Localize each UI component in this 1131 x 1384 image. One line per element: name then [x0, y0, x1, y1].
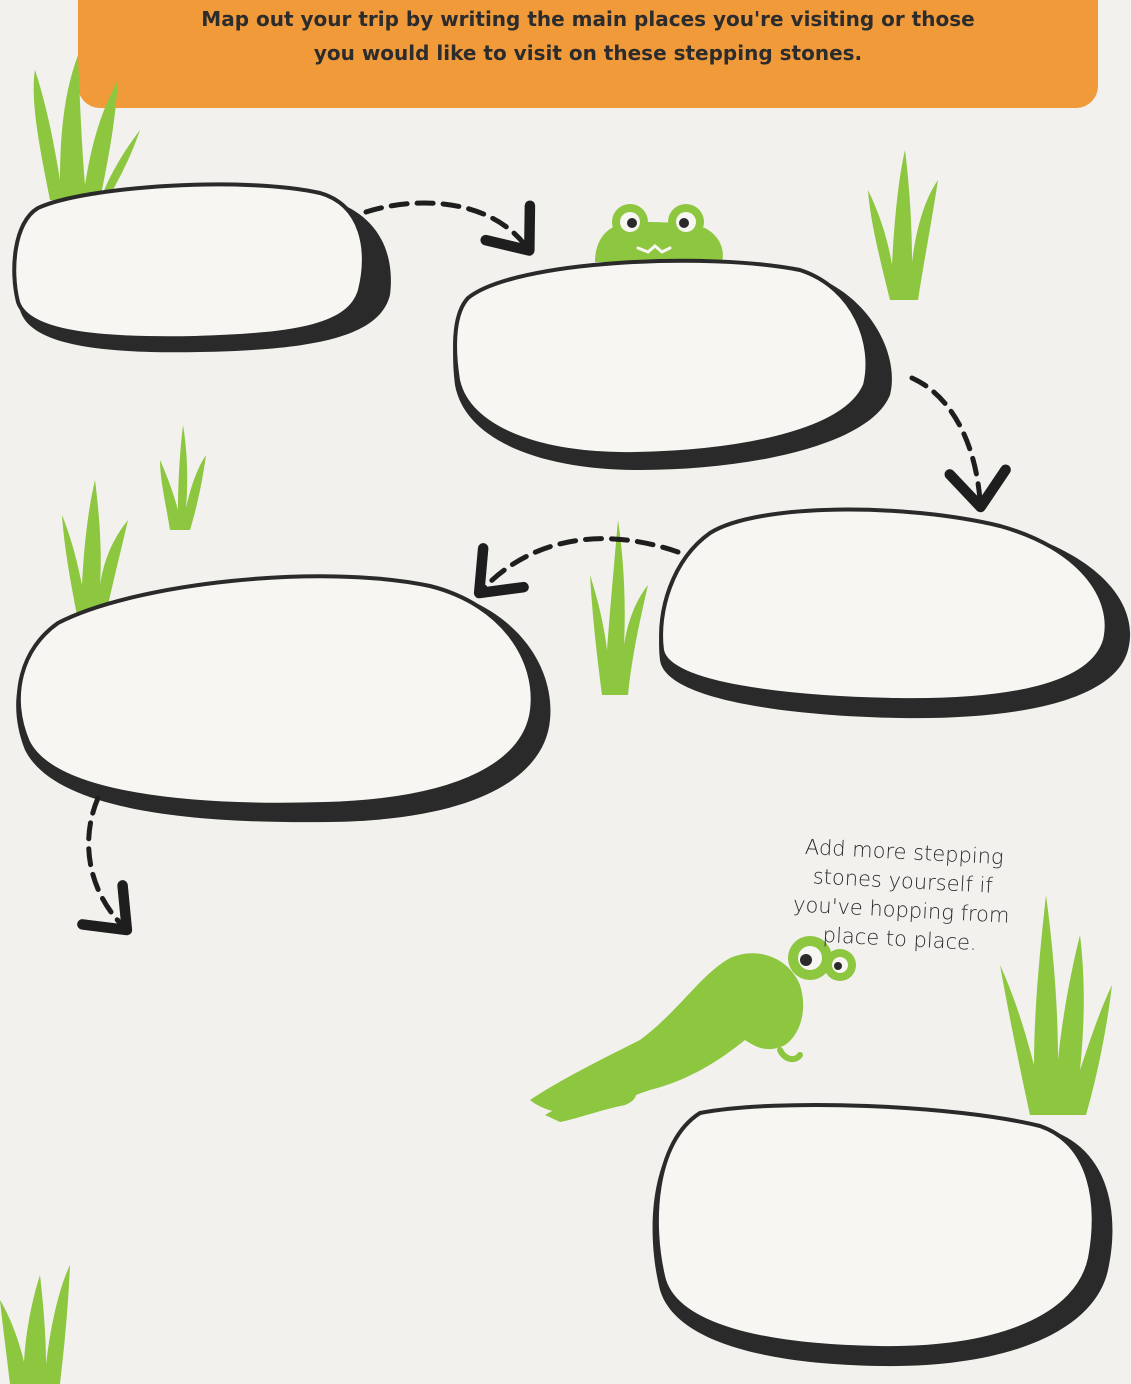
dashed-arrow-icon [366, 203, 525, 245]
stepping-stone-2 [453, 261, 892, 470]
grass-icon [590, 520, 648, 695]
stepping-stone-1 [14, 184, 391, 352]
stepping-stone-5 [653, 1105, 1113, 1366]
stepping-stone-3 [659, 510, 1130, 719]
frog-peeking-icon [595, 204, 723, 262]
frog-jumping-icon [530, 936, 856, 1122]
grass-icon [868, 150, 938, 300]
dashed-arrow-icon [89, 798, 122, 925]
dashed-arrow-icon [912, 378, 980, 500]
stepping-stone-4 [16, 576, 550, 822]
hint-text: Add more stepping stones yourself if you… [769, 831, 1035, 960]
grass-icon [0, 1265, 70, 1384]
grass-icon [34, 55, 140, 205]
dashed-arrow-icon [484, 539, 678, 588]
grass-icon [160, 425, 206, 530]
